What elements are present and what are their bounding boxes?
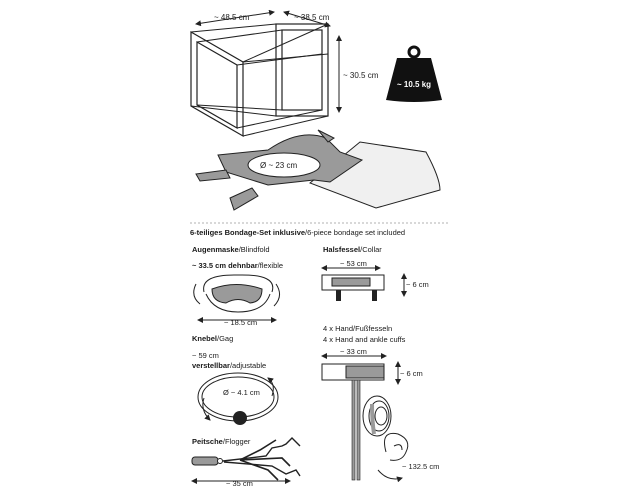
cuffs-illustration: [321, 353, 409, 483]
blindfold-illustration: [193, 274, 280, 323]
gag-title: Knebel/Gag: [192, 334, 233, 343]
gag-ball-label: Ø ~ 4.1 cm: [223, 388, 260, 397]
collar-title: Halsfessel/Collar: [323, 245, 382, 254]
frame-depth-label: ~ 38.5 cm: [294, 13, 330, 22]
blindfold-width-label: ~ 18.5 cm: [224, 318, 257, 327]
cuffs-length-label: ~ 33 cm: [340, 347, 367, 356]
cuffs-title-line2: 4 x Hand and ankle cuffs: [323, 335, 406, 344]
collar-length-label: ~ 53 cm: [340, 259, 367, 268]
flogger-illustration: [191, 437, 301, 484]
collar-illustration: [321, 265, 407, 301]
weight-label: ~ 10.5 kg: [397, 80, 431, 89]
frame-height-label: ~ 30.5 cm: [343, 71, 379, 80]
collar-height-label: ~ 6 cm: [406, 280, 429, 289]
cuffs-rope-label: ~ 132.5 cm: [402, 462, 439, 471]
set-heading: 6-teiliges Bondage-Set inklusive/6-piece…: [190, 228, 405, 237]
gag-adjust-label: verstellbar/adjustable: [192, 361, 266, 370]
blindfold-stretch-label: ~ 33.5 cm dehnbar/flexible: [192, 261, 283, 270]
cuffs-height-label: ~ 6 cm: [400, 369, 423, 378]
frame-width-label: ~ 48.5 cm: [214, 13, 250, 22]
flogger-title: Peitsche/Flogger: [192, 437, 251, 446]
mat-illustration: [195, 129, 441, 211]
blindfold-title: Augenmaske/Blindfold: [192, 245, 270, 254]
cuffs-title-line1: 4 x Hand/Fußfesseln: [323, 324, 392, 333]
flogger-length-label: ~ 35 cm: [226, 479, 253, 488]
frame-illustration: [190, 9, 342, 138]
mat-diameter-label: Ø ~ 23 cm: [260, 161, 297, 170]
weight-icon: [386, 45, 442, 102]
gag-illustration: [197, 372, 279, 425]
gag-length-label: ~ 59 cm: [192, 351, 219, 360]
